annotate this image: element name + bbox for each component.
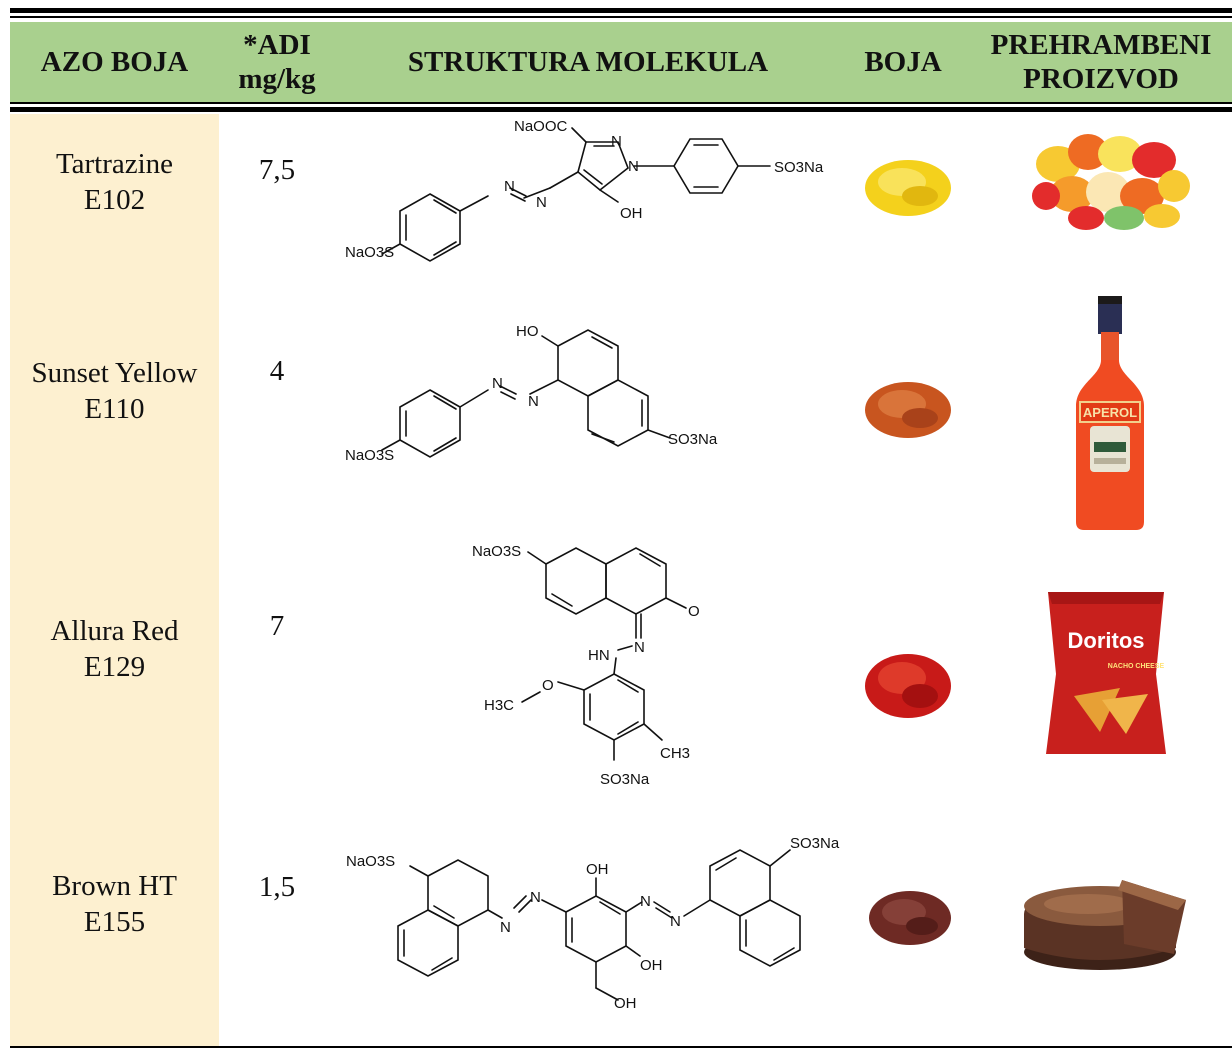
header-adi: *ADI mg/kg bbox=[238, 29, 316, 95]
header-boja: BOJA bbox=[864, 46, 942, 78]
adi-brown-ht: 1,5 bbox=[258, 871, 296, 903]
header-azo-boja: AZO BOJA bbox=[40, 46, 189, 78]
label-naooc: NaOOC bbox=[514, 118, 568, 135]
label-n2: N bbox=[530, 889, 541, 906]
chocolate-cake-icon bbox=[1024, 880, 1186, 970]
label-n: N bbox=[634, 639, 645, 656]
dye-name-sunset-yellow: Sunset Yellow E110 bbox=[31, 357, 198, 425]
header-rule-thin bbox=[10, 102, 1232, 104]
aperol-bottle-icon: APEROL bbox=[1076, 296, 1144, 530]
label-so3na: SO3Na bbox=[790, 835, 840, 852]
label-so3na: SO3Na bbox=[600, 771, 650, 788]
label-n2: N bbox=[628, 158, 639, 175]
label-na: N bbox=[504, 178, 515, 195]
dye-name-brown-ht: Brown HT E155 bbox=[52, 870, 177, 938]
label-oh1: OH bbox=[586, 861, 609, 878]
label-nao3s: NaO3S bbox=[345, 244, 394, 261]
header-struktura: STRUKTURA MOLEKULA bbox=[407, 46, 769, 78]
brown-powder-icon bbox=[869, 891, 951, 945]
label-n3: N bbox=[640, 893, 651, 910]
label-so3na: SO3Na bbox=[668, 431, 718, 448]
label-nao3s: NaO3S bbox=[346, 853, 395, 870]
label-o2: O bbox=[542, 677, 554, 694]
aperol-logo-text: APEROL bbox=[1083, 405, 1137, 420]
table-header: AZO BOJA *ADI mg/kg STRUKTURA MOLEKULA B… bbox=[10, 22, 1232, 102]
header-proizvod: PREHRAMBENI PROIZVOD bbox=[990, 29, 1212, 95]
dye-name-allura-red: Allura Red E129 bbox=[50, 615, 179, 683]
label-h3c: H3C bbox=[484, 697, 514, 714]
label-na: N bbox=[492, 375, 503, 392]
structure-tartrazine: NaOOC N N N N OH SO3Na NaO3S bbox=[345, 118, 824, 262]
structure-sunset-yellow: HO N N SO3Na NaO3S bbox=[345, 323, 718, 464]
orange-powder-icon bbox=[865, 382, 951, 438]
structure-brown-ht: NaO3S SO3Na N N N N OH OH OH bbox=[346, 835, 840, 1012]
bottom-rule bbox=[10, 1046, 1232, 1048]
label-ch3: CH3 bbox=[660, 745, 690, 762]
gummy-bears-icon bbox=[1032, 134, 1190, 230]
dye-name-tartrazine: Tartrazine E102 bbox=[55, 148, 174, 216]
yellow-powder-icon bbox=[865, 160, 951, 216]
label-nao3s: NaO3S bbox=[472, 543, 521, 560]
adi-sunset-yellow: 4 bbox=[269, 355, 285, 387]
red-powder-icon bbox=[865, 654, 951, 718]
top-rule-thin bbox=[10, 16, 1232, 18]
doritos-subtext: NACHO CHEESE bbox=[1108, 663, 1165, 670]
label-n4: N bbox=[670, 913, 681, 930]
label-n1: N bbox=[611, 133, 622, 150]
label-o: O bbox=[688, 603, 700, 620]
top-rule-thick bbox=[10, 8, 1232, 13]
label-n1: N bbox=[500, 919, 511, 936]
label-ho: HO bbox=[516, 323, 539, 340]
label-oh3: OH bbox=[614, 995, 637, 1012]
label-oh2: OH bbox=[640, 957, 663, 974]
structure-allura-red: NaO3S O N HN O H3C CH3 SO3Na bbox=[472, 543, 700, 788]
label-so3na-right: SO3Na bbox=[774, 159, 824, 176]
label-hn: HN bbox=[588, 647, 610, 664]
label-nb: N bbox=[528, 393, 539, 410]
adi-tartrazine: 7,5 bbox=[258, 154, 296, 186]
label-oh: OH bbox=[620, 205, 643, 222]
dye-name-column bbox=[10, 114, 219, 1046]
doritos-bag-icon: Doritos NACHO CHEESE bbox=[1046, 592, 1166, 754]
doritos-logo-text: Doritos bbox=[1068, 628, 1145, 653]
header-rule-thick bbox=[10, 107, 1232, 112]
label-nao3s: NaO3S bbox=[345, 447, 394, 464]
label-nb: N bbox=[536, 194, 547, 211]
adi-allura-red: 7 bbox=[269, 610, 285, 642]
